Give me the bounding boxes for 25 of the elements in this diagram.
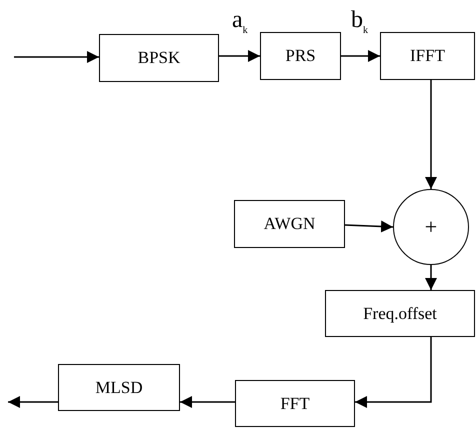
node-label: +: [424, 214, 438, 240]
process-box: [99, 34, 219, 82]
arrow: [14, 51, 99, 63]
node-label: BPSK: [138, 48, 180, 68]
arrow: [425, 80, 437, 189]
process-box: [235, 380, 355, 427]
arrow: [8, 396, 58, 408]
process-box: [325, 290, 475, 337]
arrow: [219, 50, 260, 62]
node-label: FFT: [280, 394, 310, 414]
node-label: IFFT: [410, 46, 445, 66]
process-box: [380, 32, 475, 80]
node-label: AWGN: [264, 214, 316, 234]
edge-label: b$_{k}$: [350, 8, 369, 36]
node-label: MLSD: [95, 378, 143, 398]
arrow: [355, 337, 432, 408]
process-box: [58, 364, 180, 411]
arrow: [344, 220, 394, 232]
arrow: [341, 50, 380, 62]
arrow: [180, 396, 235, 408]
node-label: PRS: [285, 46, 316, 66]
arrow: [425, 265, 437, 290]
process-box: [260, 32, 341, 80]
node-label: Freq.offset: [363, 304, 437, 324]
process-box: [234, 200, 345, 248]
